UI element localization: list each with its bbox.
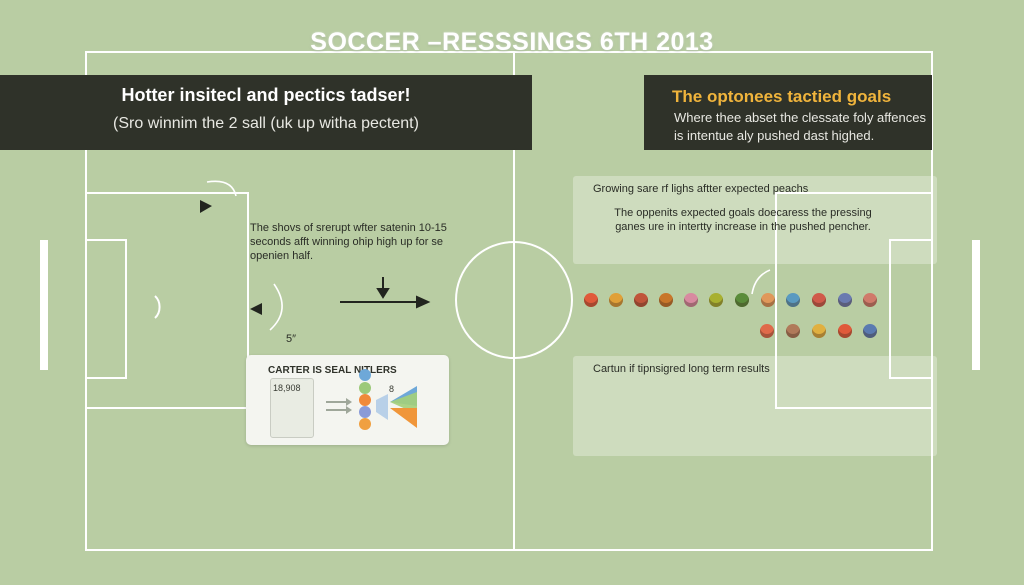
triangle-marker-2 xyxy=(250,303,262,315)
right-header-panel: The optonees tactied goals Where thee ab… xyxy=(644,75,932,150)
stat-card-number: 18,908 xyxy=(273,383,301,393)
avatar-13 xyxy=(760,324,774,338)
avatar-6 xyxy=(709,293,723,307)
avatar-3 xyxy=(634,293,648,307)
flow-fan-light xyxy=(376,394,388,420)
avatar-16 xyxy=(838,324,852,338)
avatar-17 xyxy=(863,324,877,338)
right-box-1-line-2: The oppenits expected goals doecaress th… xyxy=(614,207,872,233)
avatar-10 xyxy=(812,293,826,307)
left-penalty-arc xyxy=(154,295,161,319)
avatar-11 xyxy=(838,293,852,307)
left-panel-heading: Hotter insitecl and pectics tadser! xyxy=(121,85,411,105)
stat-card-panel xyxy=(270,378,314,438)
flow-arrow-head-2 xyxy=(346,406,352,414)
stat-card-title: CARTER IS SEAL NITLERS xyxy=(268,365,397,376)
avatar-1 xyxy=(584,293,598,307)
right-info-box-1 xyxy=(573,176,937,264)
left-annotation: The shovs of srerupt wfter satenin 10-15… xyxy=(250,222,447,262)
right-panel-heading: The optonees tactied goals xyxy=(672,87,892,106)
avatar-12 xyxy=(863,293,877,307)
flow-node-blue xyxy=(359,369,371,381)
flow-node-green xyxy=(359,382,371,394)
flow-arrow-head-1 xyxy=(346,398,352,406)
down-arrow-head xyxy=(376,288,390,299)
avatar-5 xyxy=(684,293,698,307)
avatar-14 xyxy=(786,324,800,338)
right-box-2-text: Cartun if tipnsigred long term results xyxy=(593,363,770,375)
avatar-7 xyxy=(735,293,749,307)
pass-arrow-head xyxy=(416,295,431,309)
right-goal-area xyxy=(889,239,933,379)
left-penalty-box xyxy=(85,192,249,409)
avatar-2 xyxy=(609,293,623,307)
avatar-4 xyxy=(659,293,673,307)
right-panel-body: Where thee abset the clessate foly affen… xyxy=(674,110,926,143)
avatar-15 xyxy=(812,324,826,338)
flow-graphic xyxy=(326,369,417,430)
left-goal-area xyxy=(85,239,127,379)
right-box-1-line-1: Growing sare rf lighs aftter expected pe… xyxy=(593,183,809,195)
left-panel-subheading: (Sro winnim the 2 sall (uk up witha pect… xyxy=(113,115,419,132)
left-goal xyxy=(40,240,48,370)
avatar-8 xyxy=(761,293,775,307)
flow-node-orange-2 xyxy=(359,418,371,430)
avatar-9 xyxy=(786,293,800,307)
flow-fan-orange xyxy=(390,408,417,428)
curved-arrow-mid xyxy=(269,283,283,331)
right-goal xyxy=(972,240,980,370)
flow-node-violet xyxy=(359,406,371,418)
flow-node-orange-1 xyxy=(359,394,371,406)
curved-arrow-right xyxy=(751,269,771,295)
right-info-box-2 xyxy=(573,356,937,456)
minute-label: 5″ xyxy=(286,333,297,345)
center-circle xyxy=(455,241,573,359)
triangle-marker-1 xyxy=(200,200,212,213)
page-title: SOCCER –RESSSINGS 6TH 2013 xyxy=(310,28,714,56)
left-header-panel: Hotter insitecl and pectics tadser! (Sro… xyxy=(0,75,532,150)
curved-arrow-top xyxy=(206,180,237,197)
stat-card-small-label: 8 xyxy=(389,384,395,394)
